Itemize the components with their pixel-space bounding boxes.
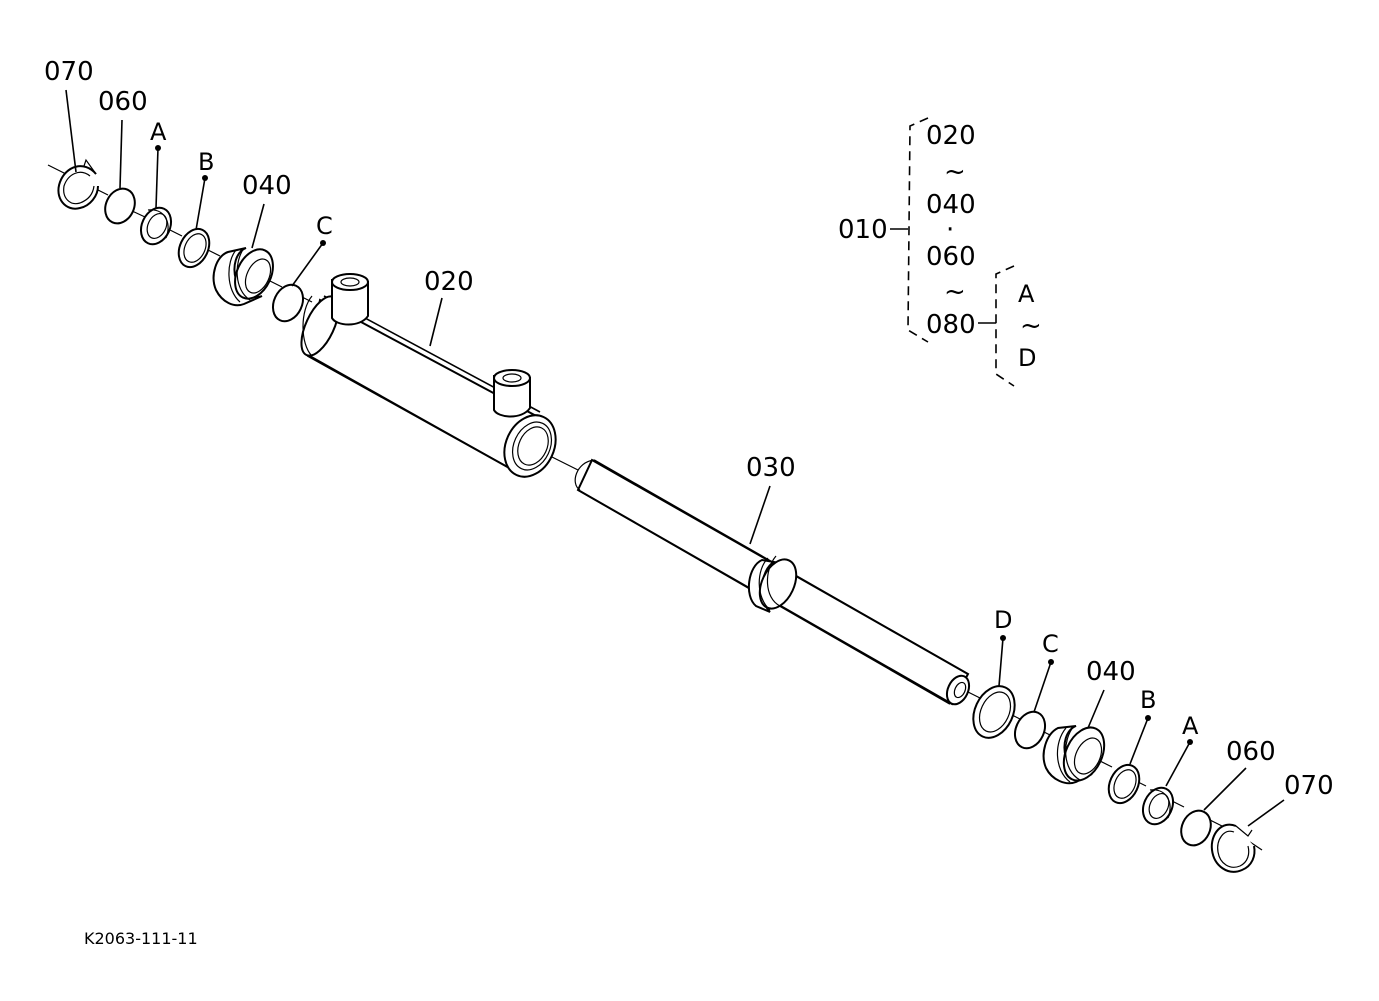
callout-060-right: 060 — [1226, 737, 1276, 767]
callout-c-left: C — [316, 212, 333, 240]
piston-rod-030 — [574, 458, 971, 706]
callout-b-right: B — [1140, 686, 1156, 714]
callout-a-right: A — [1182, 712, 1199, 740]
legend-group2-end: 080 — [926, 310, 976, 340]
legend-kit-end: D — [1018, 344, 1036, 372]
legend-group2-start: 060 — [926, 242, 976, 272]
assembly-legend: 010 020 ~ 040 · 060 ~ 080 A ~ D — [838, 117, 1042, 387]
callout-020: 020 — [424, 267, 474, 297]
o-ring-c-left — [271, 283, 305, 323]
leader-lines — [65, 89, 1285, 827]
snap-ring-070-right — [1210, 823, 1256, 873]
snap-ring-070-left — [57, 158, 99, 210]
callout-d-right: D — [994, 606, 1012, 634]
legend-group1-start: 020 — [926, 121, 976, 151]
callout-040-left: 040 — [242, 171, 292, 201]
legend-kit-range: ~ — [1020, 311, 1042, 341]
gland-040-left — [212, 247, 274, 307]
legend-group1-end: 040 — [926, 190, 976, 220]
callout-030: 030 — [746, 453, 796, 483]
seal-a-right — [1141, 786, 1175, 826]
cylinder-tube-020 — [300, 273, 557, 478]
legend-kit-start: A — [1018, 280, 1035, 308]
seal-b-right — [1107, 763, 1141, 805]
callout-c-right: C — [1042, 630, 1059, 658]
callout-b-left: B — [198, 148, 214, 176]
o-ring-c-right — [1013, 710, 1047, 750]
drawing-code: K2063-111-11 — [84, 929, 198, 948]
callout-070-right: 070 — [1284, 771, 1334, 801]
seal-b-left — [177, 227, 211, 269]
o-ring-060-left — [104, 187, 136, 225]
callout-a-left: A — [150, 118, 167, 146]
seal-a-left — [139, 206, 173, 246]
legend-assembly-010: 010 — [838, 215, 888, 245]
legend-separator: · — [946, 215, 954, 245]
seal-d-right — [972, 685, 1016, 739]
callout-040-right: 040 — [1086, 657, 1136, 687]
legend-group1-range: ~ — [944, 157, 966, 187]
gland-040-right — [1042, 725, 1106, 785]
callout-060-left: 060 — [98, 87, 148, 117]
callout-070-left: 070 — [44, 57, 94, 87]
legend-group2-range: ~ — [944, 277, 966, 307]
o-ring-060-right — [1180, 809, 1212, 847]
